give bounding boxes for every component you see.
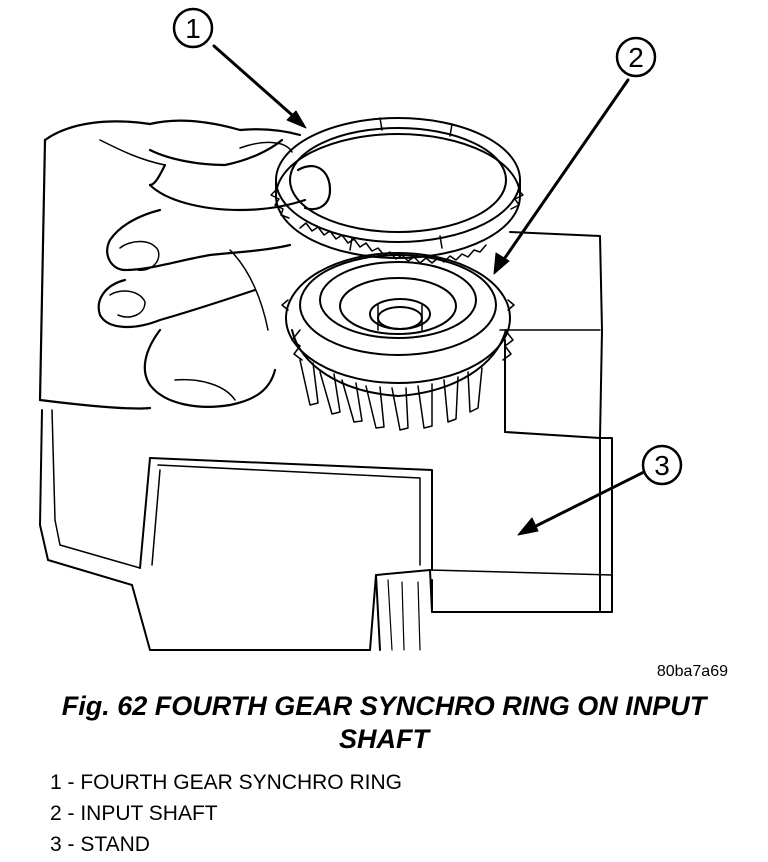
figure-caption: Fig. 62 FOURTH GEAR SYNCHRO RING ON INPU… [61, 691, 707, 754]
technical-illustration: 1 2 3 [38, 7, 683, 651]
callout-2: 2 [615, 36, 657, 78]
hand-drawing [38, 119, 332, 410]
callout-3: 3 [641, 444, 683, 486]
callout-3-number: 3 [654, 450, 670, 481]
legend-item-2: 2 - INPUT SHAFT [50, 802, 218, 825]
legend-item-1: 1 - FOURTH GEAR SYNCHRO RING [50, 771, 402, 794]
legend: 1 - FOURTH GEAR SYNCHRO RING 2 - INPUT S… [50, 767, 402, 860]
callout-1-number: 1 [185, 13, 201, 44]
legend-item-3: 3 - STAND [50, 833, 150, 856]
stand-drawing [39, 231, 613, 651]
synchro-ring-drawing [270, 117, 524, 264]
callout-2-number: 2 [628, 42, 644, 73]
callout-1: 1 [172, 7, 214, 49]
figure-code: 80ba7a69 [656, 663, 728, 680]
leader-lines [212, 44, 646, 536]
input-shaft-drawing [281, 252, 515, 431]
